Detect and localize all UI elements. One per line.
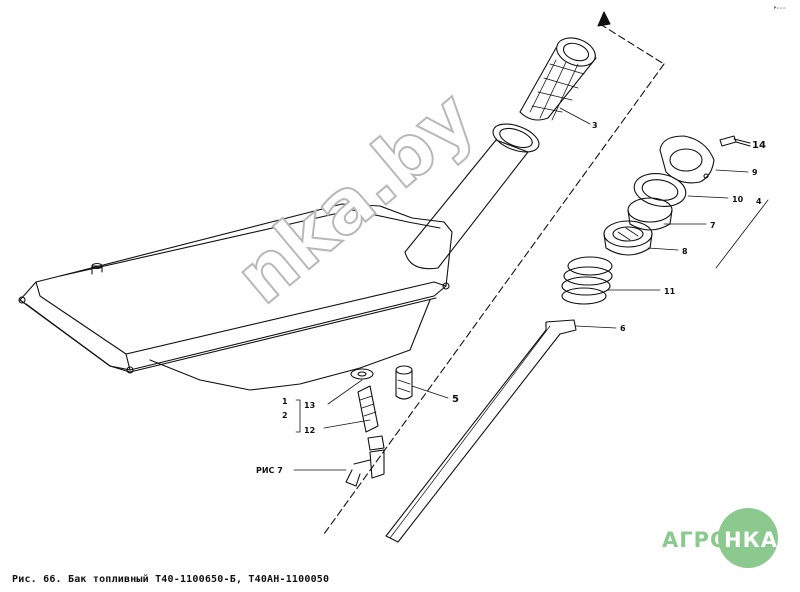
dashed-guide — [323, 23, 665, 535]
seal-ring — [633, 173, 687, 207]
label-12: 12 — [304, 426, 315, 435]
label-10: 10 — [732, 195, 744, 204]
label-13: 13 — [304, 401, 315, 410]
valve-cap — [603, 220, 653, 256]
label-11: 11 — [664, 287, 676, 296]
drain-plug — [395, 365, 413, 400]
callout-labels: 3 14 9 10 4 7 8 11 6 5 1 13 2 12 РИС 7 ᵖ… — [256, 6, 786, 475]
filler-neck — [404, 123, 540, 270]
logo-circle — [718, 508, 778, 568]
label-1: 1 — [282, 397, 288, 406]
arrow-icon — [597, 11, 611, 27]
corner-mark: ᵖ◦◦◦ — [774, 6, 786, 12]
agronka-logo: АГРО НКА — [662, 508, 787, 572]
fuel-tank-body — [18, 203, 453, 391]
label-8: 8 — [682, 247, 688, 256]
label-9: 9 — [752, 168, 758, 177]
leader-lines — [293, 107, 769, 471]
filter-screen — [519, 37, 597, 121]
label-4: 4 — [756, 197, 762, 206]
label-2: 2 — [282, 411, 288, 420]
label-7: 7 — [710, 221, 716, 230]
bolt — [719, 135, 751, 147]
figure-caption: Рис. 66. Бак топливный Т40-1100650-Б, Т4… — [12, 574, 330, 585]
spring — [561, 256, 613, 305]
cap-body — [627, 197, 673, 231]
logo-text-2: НКА — [724, 528, 778, 552]
cap-cover — [659, 135, 715, 184]
label-6: 6 — [620, 324, 626, 333]
label-14: 14 — [752, 140, 766, 151]
label-3: 3 — [592, 121, 598, 130]
logo-text-1: АГРО — [662, 528, 729, 552]
label-ref-fig: РИС 7 — [256, 466, 283, 475]
drain-assembly — [345, 368, 385, 487]
label-5: 5 — [452, 394, 459, 405]
dipstick — [385, 319, 577, 543]
